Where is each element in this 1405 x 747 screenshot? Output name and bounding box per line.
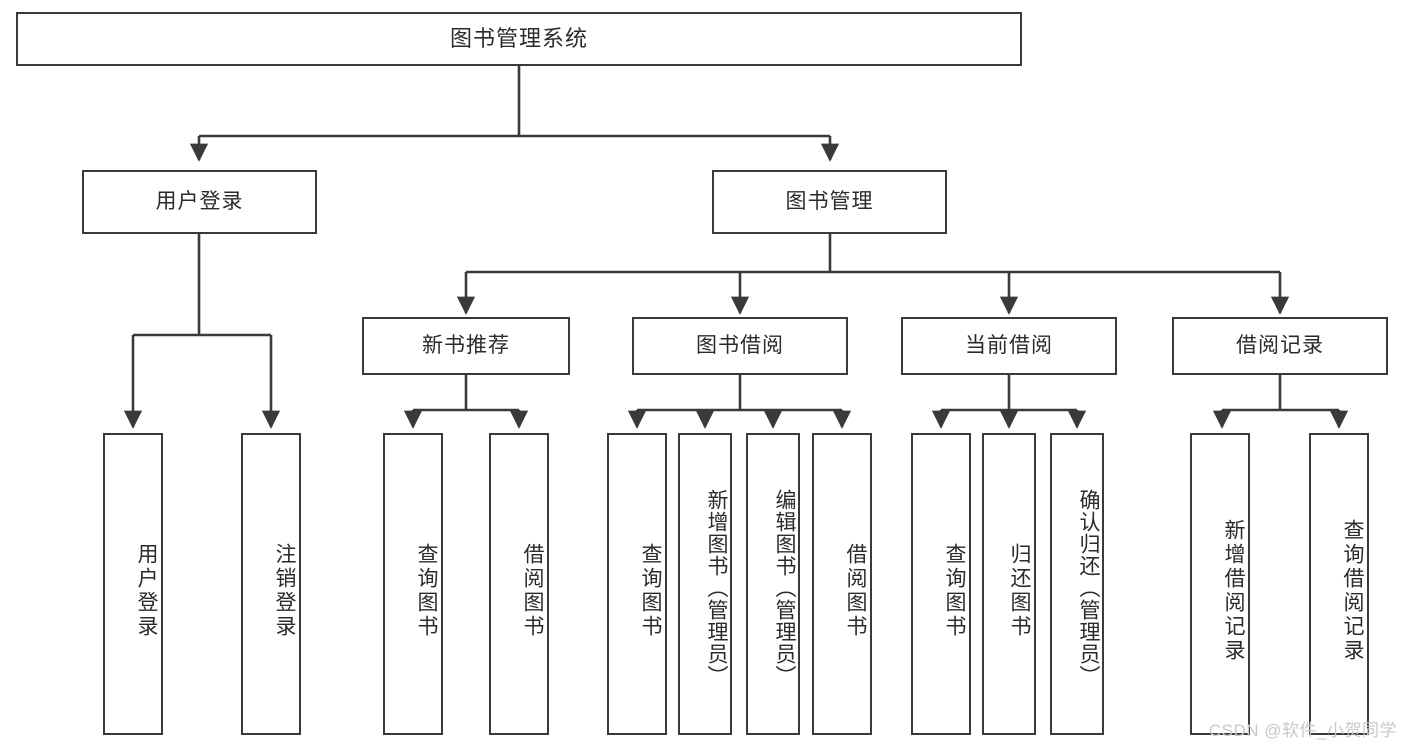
node-root-system[interactable]: 图书管理系统 bbox=[16, 12, 1022, 66]
node-current-borrow[interactable]: 当前借阅 bbox=[901, 317, 1117, 375]
node-book-borrow[interactable]: 图书借阅 bbox=[632, 317, 848, 375]
node-book-management[interactable]: 图书管理 bbox=[712, 170, 947, 234]
leaf-add-borrow-record[interactable]: 新增借阅记录 bbox=[1190, 433, 1250, 735]
leaf-user-login[interactable]: 用户登录 bbox=[103, 433, 163, 735]
leaf-borrow-book[interactable]: 借阅图书 bbox=[812, 433, 872, 735]
leaf-query-book-borrow[interactable]: 查询图书 bbox=[607, 433, 667, 735]
node-borrow-record[interactable]: 借阅记录 bbox=[1172, 317, 1388, 375]
csdn-watermark: CSDN @软件_小贺同学 bbox=[1208, 721, 1397, 740]
leaf-edit-book-admin[interactable]: 编辑图书（管理员） bbox=[746, 433, 800, 735]
leaf-confirm-return-admin[interactable]: 确认归还（管理员） bbox=[1050, 433, 1104, 735]
node-user-login[interactable]: 用户登录 bbox=[82, 170, 317, 234]
leaf-return-book[interactable]: 归还图书 bbox=[982, 433, 1036, 735]
leaf-borrow-book-recommend[interactable]: 借阅图书 bbox=[489, 433, 549, 735]
leaf-logout[interactable]: 注销登录 bbox=[241, 433, 301, 735]
leaf-query-book-recommend[interactable]: 查询图书 bbox=[383, 433, 443, 735]
leaf-query-book-current[interactable]: 查询图书 bbox=[911, 433, 971, 735]
leaf-add-book-admin[interactable]: 新增图书（管理员） bbox=[678, 433, 732, 735]
node-new-book-recommend[interactable]: 新书推荐 bbox=[362, 317, 570, 375]
leaf-query-borrow-record[interactable]: 查询借阅记录 bbox=[1309, 433, 1369, 735]
